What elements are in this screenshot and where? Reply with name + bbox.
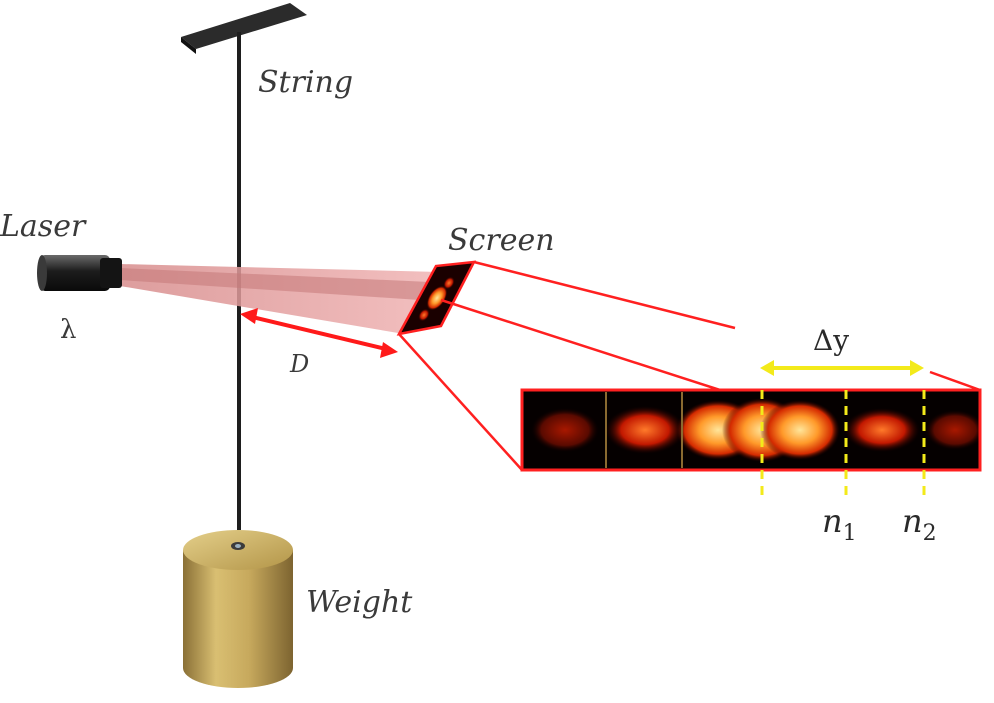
diffraction-pattern-strip — [520, 388, 982, 472]
order2-label: n2 — [902, 502, 937, 546]
weight-label: Weight — [306, 585, 413, 620]
laser-beam-inner — [120, 268, 430, 300]
zoom-line-top-left — [473, 260, 736, 330]
ceiling-mount-plate — [181, 3, 307, 49]
string-label: String — [258, 65, 353, 100]
distance-arrow — [240, 308, 398, 358]
laser-device — [37, 255, 122, 291]
order1-label: n1 — [822, 502, 857, 546]
fringe-right — [844, 408, 920, 452]
fringe-far-right — [925, 410, 980, 450]
zoom-line-bottom — [398, 333, 523, 471]
ceiling-mount-plate-edge — [181, 37, 196, 54]
fringe-central-right — [760, 400, 840, 460]
fringe-spacing-arrow — [760, 360, 924, 376]
fringe-far-left — [531, 408, 599, 452]
weight — [183, 530, 293, 688]
zoom-line-top-right — [929, 370, 981, 392]
wavelength-label: λ — [60, 315, 76, 345]
laser-label: Laser — [0, 209, 87, 244]
zoom-line-mid — [440, 298, 721, 392]
distance-label: D — [289, 350, 309, 378]
fringe-spacing-label: Δy — [813, 324, 849, 357]
screen-label: Screen — [448, 223, 555, 258]
fringe-left — [605, 406, 685, 454]
